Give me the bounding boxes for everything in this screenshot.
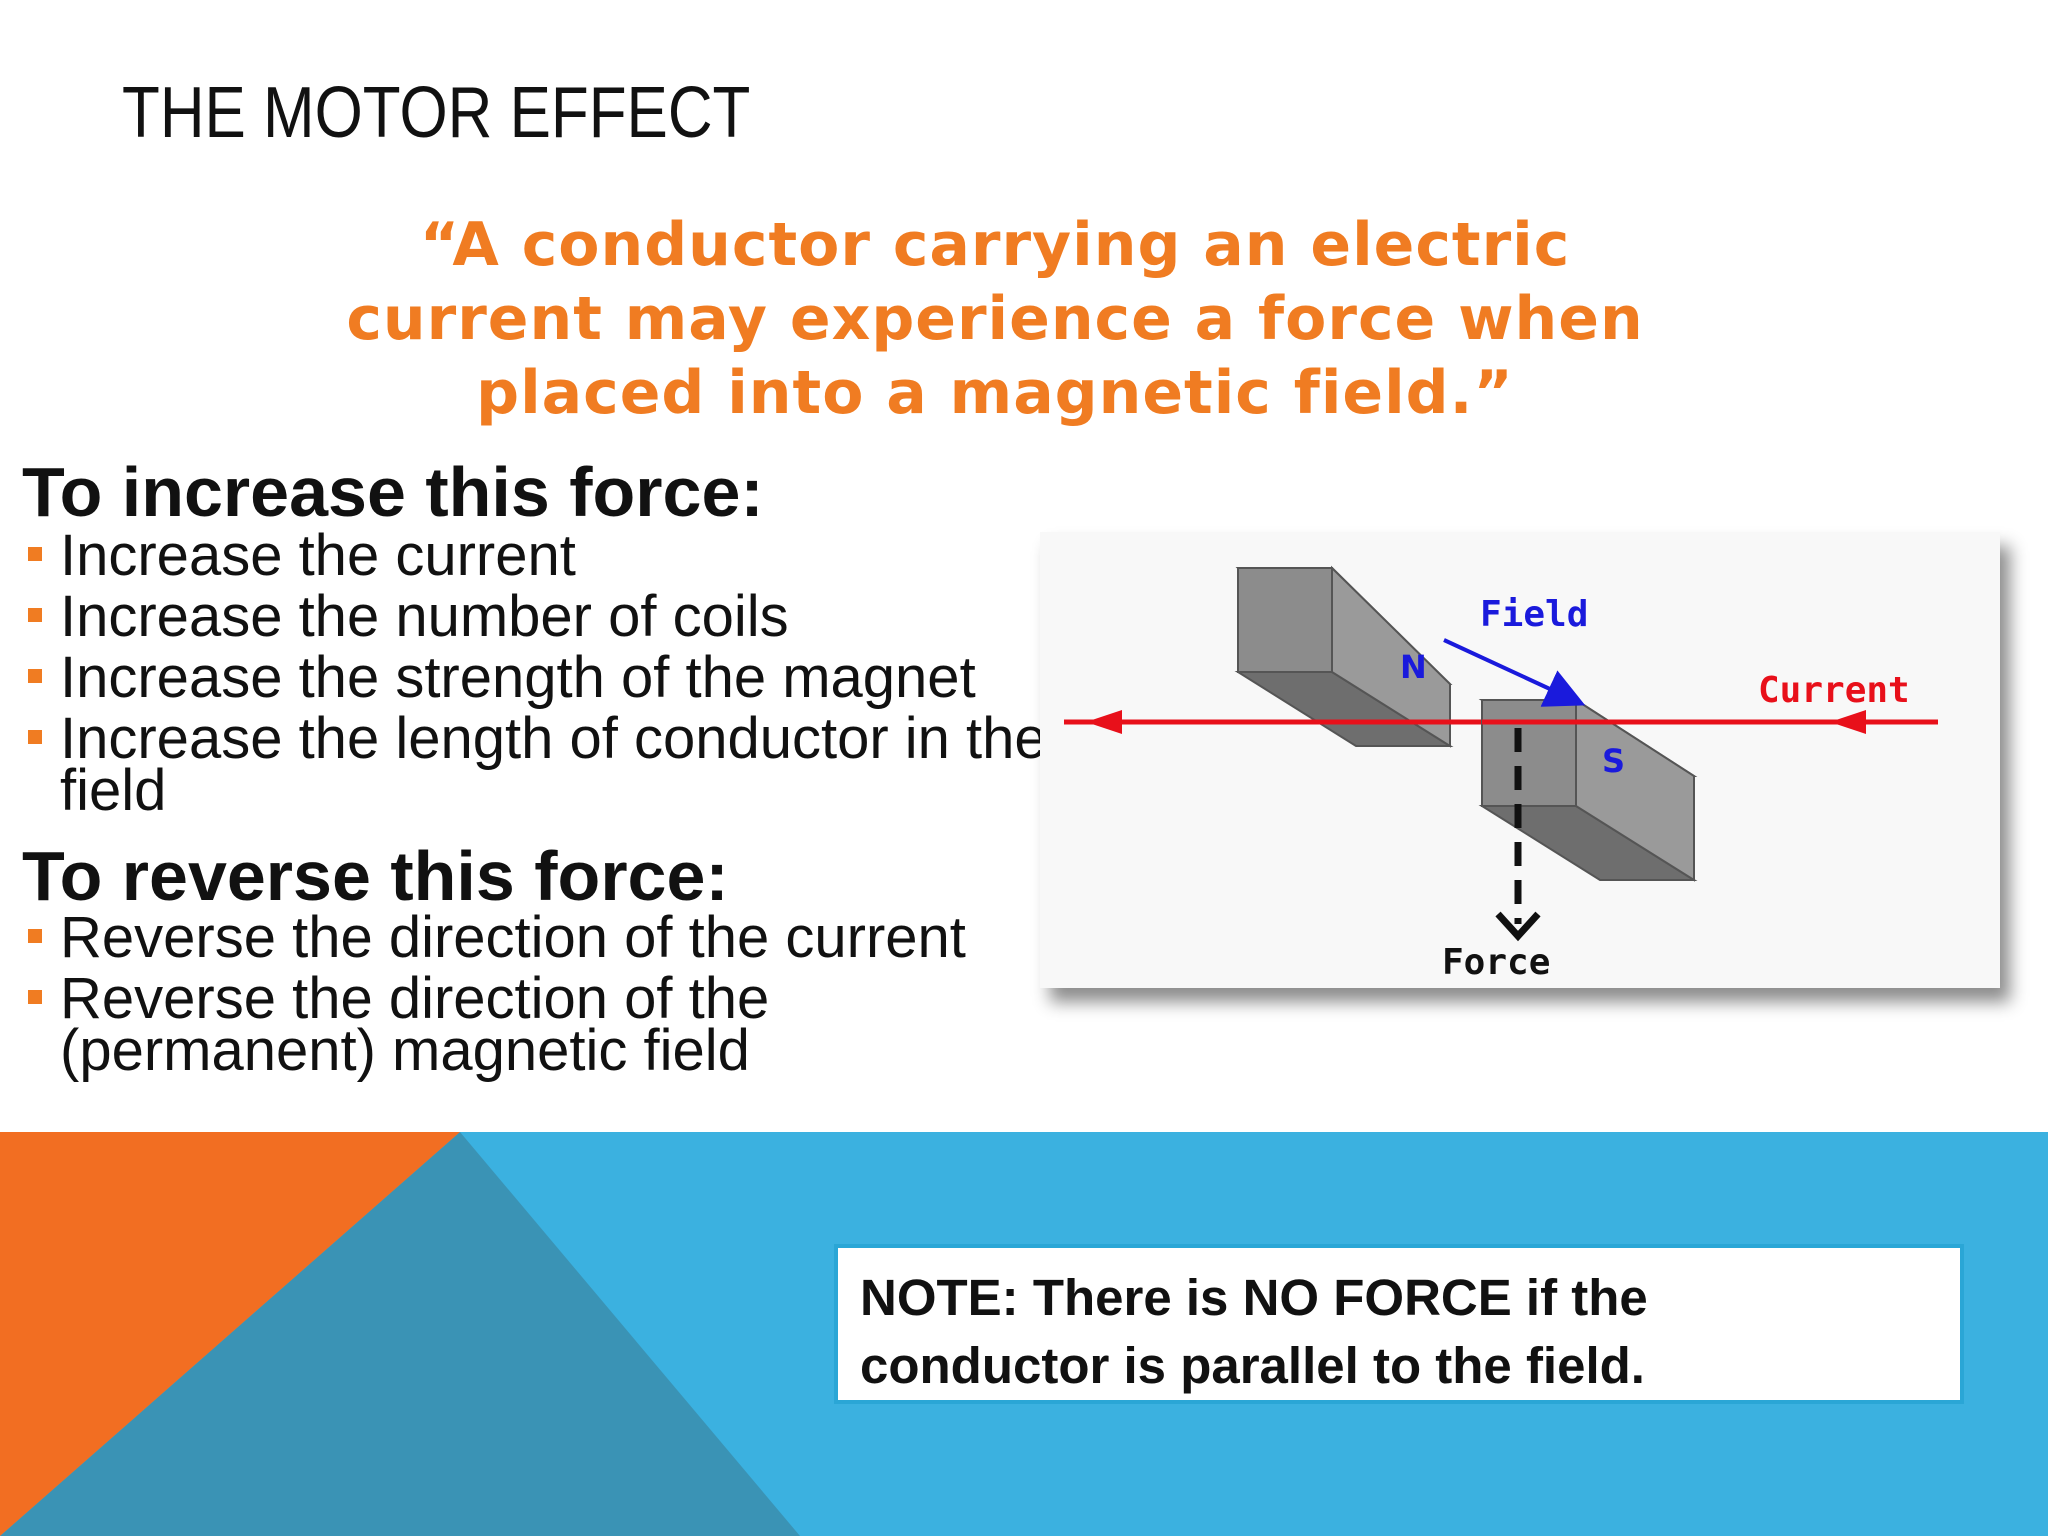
force-label: Force: [1442, 942, 1550, 983]
definition-quote: “A conductor carrying an electric curren…: [330, 208, 1660, 430]
reverse-heading: To reverse this force:: [22, 837, 729, 915]
list-item: Increase the length of conductor in the …: [22, 706, 1070, 823]
increase-list: Increase the current Increase the number…: [22, 527, 1070, 826]
south-magnet: S: [1478, 698, 1698, 882]
note-line: conductor is parallel to the field.: [860, 1337, 1645, 1394]
north-pole-label: N: [1400, 648, 1427, 686]
quote-line: current may experience a force when: [346, 284, 1644, 354]
list-item: Reverse the direction of the current: [22, 909, 1070, 967]
reverse-list: Reverse the direction of the current Rev…: [22, 909, 1070, 1086]
force-arrow: Force: [1442, 728, 1550, 983]
bullet-square-icon: [28, 669, 42, 683]
slide-title: THE MOTOR EFFECT: [122, 73, 751, 153]
increase-heading: To increase this force:: [22, 453, 764, 531]
list-item-text: Increase the number of coils: [60, 584, 789, 649]
list-item-text: Increase the length of conductor in the …: [60, 706, 1047, 823]
bullet-square-icon: [28, 608, 42, 622]
bullet-square-icon: [28, 990, 42, 1004]
north-magnet: N: [1234, 565, 1454, 748]
note-text: NOTE: There is NO FORCE if the conductor…: [860, 1264, 1648, 1400]
list-item: Increase the strength of the magnet: [22, 649, 1070, 707]
note-line: NOTE: There is NO FORCE if the: [860, 1269, 1648, 1326]
bullet-square-icon: [28, 929, 42, 943]
band-orange-triangle: [0, 1132, 460, 1536]
current-label: Current: [1758, 670, 1910, 711]
diagram-svg: N Current S Field: [1064, 565, 1938, 983]
list-item-text: Increase the current: [60, 523, 576, 588]
quote-line: “A conductor carrying an electric: [419, 210, 1571, 280]
list-item-text: Increase the strength of the magnet: [60, 645, 976, 710]
bullet-square-icon: [28, 730, 42, 744]
list-item-text: Reverse the direction of the current: [60, 905, 966, 970]
list-item: Increase the number of coils: [22, 588, 1070, 646]
south-pole-label: S: [1602, 742, 1625, 780]
note-box: NOTE: There is NO FORCE if the conductor…: [834, 1244, 1964, 1404]
list-item: Increase the current: [22, 527, 1070, 585]
quote-line: placed into a magnetic field.”: [476, 358, 1514, 428]
band-dark-triangle: [0, 1132, 800, 1536]
bullet-square-icon: [28, 547, 42, 561]
list-item: Reverse the direction of the (permanent)…: [22, 966, 1070, 1083]
list-item-text: Reverse the direction of the (permanent)…: [60, 966, 770, 1083]
field-label: Field: [1480, 594, 1588, 635]
motor-effect-diagram: N Current S Field: [1040, 532, 2000, 988]
field-arrow: Field: [1443, 594, 1588, 707]
